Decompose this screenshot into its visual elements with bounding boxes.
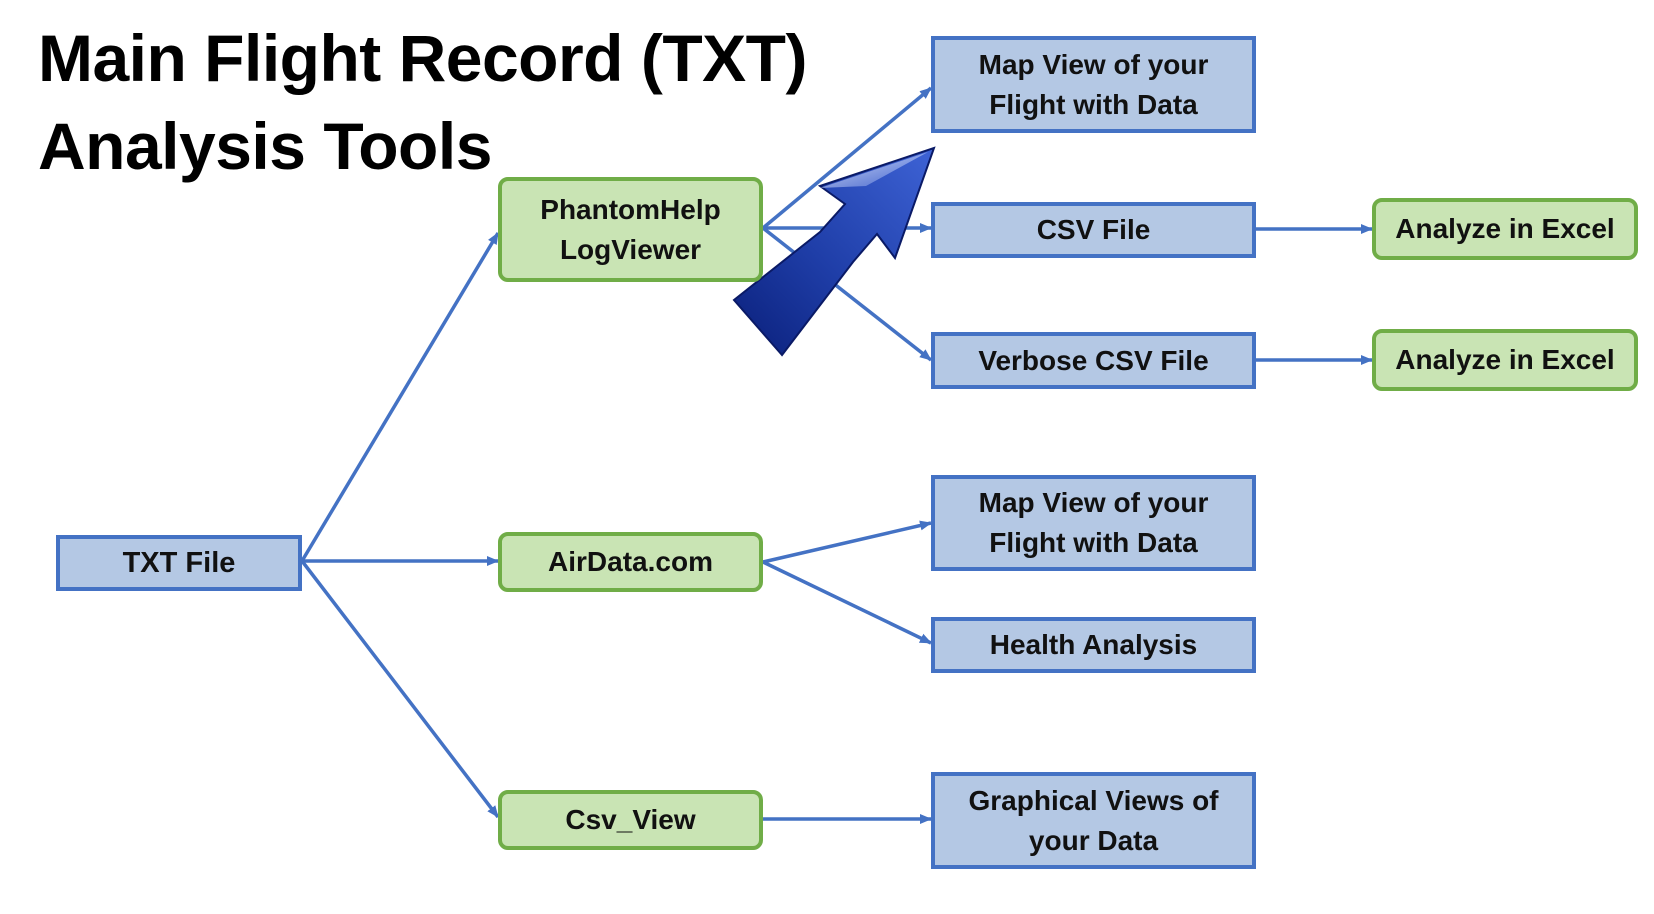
node-txt-file-label: TXT File [122, 547, 236, 579]
connector-airdata-to-health [762, 560, 932, 645]
node-analyze-excel-1: Analyze in Excel [1372, 198, 1638, 260]
big-blue-arrow-icon [732, 146, 936, 357]
node-csv-view: Csv_View [498, 790, 763, 850]
node-map-view-2: Map View of your Flight with Data [931, 475, 1256, 571]
node-airdata: AirData.com [498, 532, 763, 592]
node-map-view-1: Map View of your Flight with Data [931, 36, 1256, 133]
node-verbose-csv-file: Verbose CSV File [931, 332, 1256, 389]
connector-phantomhelp-to-map [761, 86, 933, 230]
title-line-2: Analysis Tools [38, 109, 492, 183]
node-map-view-1-line-1: Map View of your [978, 48, 1209, 80]
diagram-title: Main Flight Record (TXT) Analysis Tools [38, 14, 807, 190]
node-csv-file-label: CSV File [1036, 214, 1151, 245]
node-health-analysis: Health Analysis [931, 617, 1256, 673]
node-txt-file: TXT File [56, 535, 302, 591]
node-analyze-excel-2-label: Analyze in Excel [1395, 344, 1615, 375]
node-phantomhelp-line-2: LogViewer [559, 233, 702, 265]
connector-txt-to-csvview [300, 559, 500, 819]
node-map-view-1-line-2: Flight with Data [989, 88, 1198, 120]
node-analyze-excel-1-label: Analyze in Excel [1395, 213, 1615, 244]
node-airdata-label: AirData.com [548, 546, 713, 577]
node-map-view-2-line-1: Map View of your [978, 487, 1209, 518]
node-csv-view-label: Csv_View [565, 804, 696, 835]
node-graphical-views-line-2: your Data [1028, 824, 1159, 856]
node-analyze-excel-2: Analyze in Excel [1372, 329, 1638, 391]
node-phantomhelp-logviewer: PhantomHelp LogViewer [498, 177, 763, 282]
connector-txt-to-phantomhelp [300, 232, 500, 562]
connector-airdata-to-map [762, 520, 932, 564]
node-phantomhelp-line-1: PhantomHelp [540, 193, 721, 225]
node-health-analysis-label: Health Analysis [989, 629, 1198, 660]
node-map-view-2-line-2: Flight with Data [989, 527, 1198, 558]
node-verbose-csv-file-label: Verbose CSV File [978, 344, 1209, 376]
title-line-1: Main Flight Record (TXT) [38, 21, 807, 95]
connector-phantomhelp-to-verbose [761, 226, 933, 362]
node-graphical-views: Graphical Views of your Data [931, 772, 1256, 869]
node-csv-file: CSV File [931, 202, 1256, 258]
node-graphical-views-line-1: Graphical Views of [968, 784, 1219, 816]
